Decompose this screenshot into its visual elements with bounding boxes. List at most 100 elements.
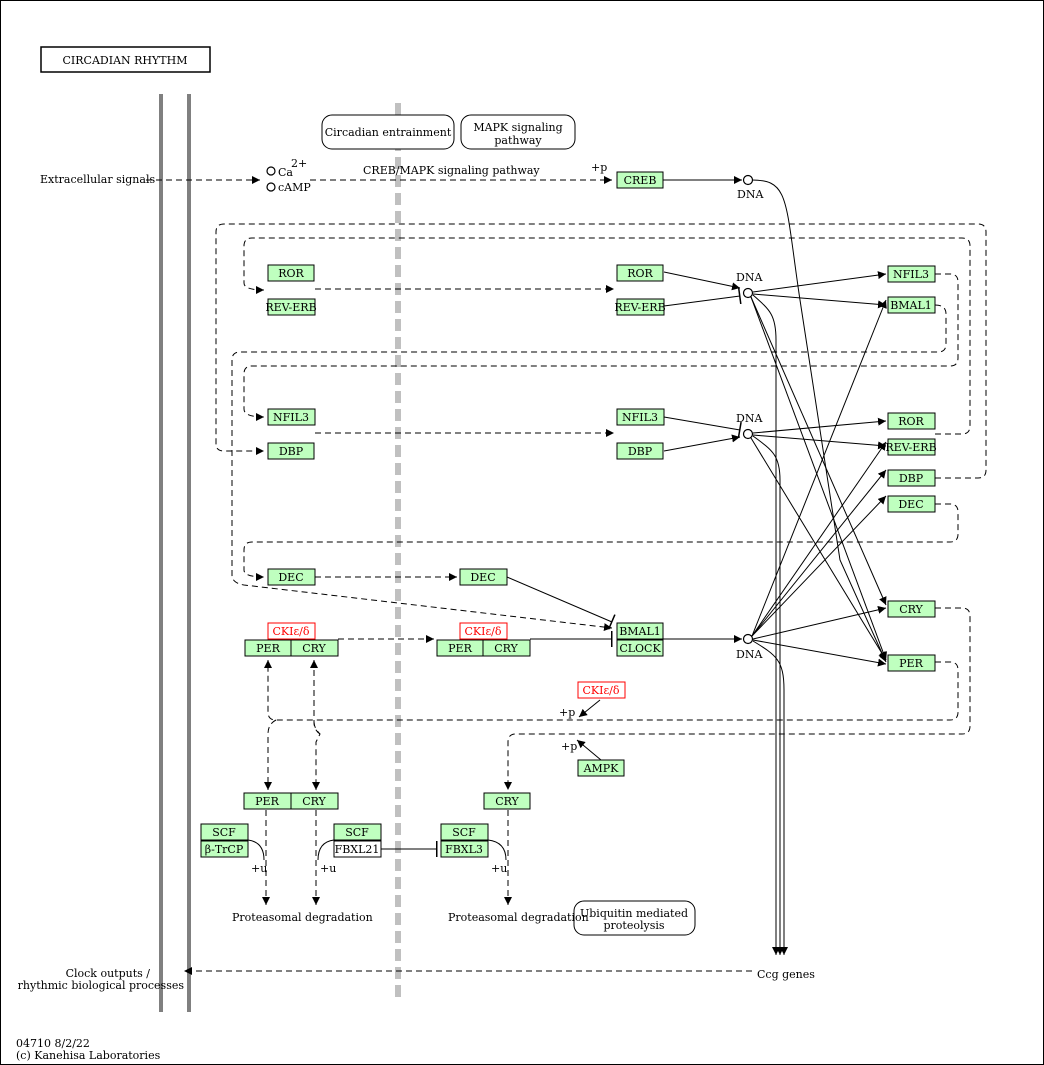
diagram-title-box: CIRCADIAN RHYTHM bbox=[40, 46, 211, 73]
svg-text:DEC: DEC bbox=[278, 571, 303, 584]
gene-cry-nuc[interactable]: CRY bbox=[482, 639, 531, 657]
edge-dna-to-ccg-1 bbox=[752, 294, 780, 955]
gene-creb[interactable]: CREB bbox=[616, 171, 664, 189]
svg-text:β-TrCP: β-TrCP bbox=[205, 843, 244, 856]
svg-text:CRY: CRY bbox=[495, 795, 519, 808]
edge-reverb-inhibits-dna bbox=[663, 288, 742, 307]
label-rhythmic-processes: rhythmic biological processes bbox=[18, 979, 185, 992]
edge-per-to-per bbox=[264, 719, 277, 790]
gene-reverb-target[interactable]: REV-ERB bbox=[885, 438, 937, 456]
gene-nfil3-cyto[interactable]: NFIL3 bbox=[267, 408, 316, 426]
edge-dna-to-dec bbox=[751, 495, 887, 637]
pathway-label: MAPK signaling bbox=[473, 121, 562, 134]
edge-dna-to-ccg-3 bbox=[752, 640, 788, 955]
svg-text:PER: PER bbox=[256, 642, 280, 655]
gene-fbxl3[interactable]: FBXL3 bbox=[440, 840, 489, 858]
gene-reverb[interactable]: REV-ERB bbox=[614, 298, 666, 316]
edge-ror-dna-to-cry bbox=[750, 296, 887, 606]
gene-ampk[interactable]: AMPK bbox=[577, 759, 625, 777]
gene-btrcp[interactable]: β-TrCP bbox=[200, 840, 249, 858]
gene-cry-lower-nuc[interactable]: CRY bbox=[483, 792, 531, 810]
gene-scf-3[interactable]: SCF bbox=[440, 823, 489, 841]
gene-scf-1[interactable]: SCF bbox=[200, 823, 249, 841]
gene-clock[interactable]: CLOCK bbox=[616, 639, 664, 657]
label-camp: cAMP bbox=[278, 181, 311, 194]
label-dna: DNA bbox=[736, 648, 763, 661]
edge-dbp-dna-to-per bbox=[750, 437, 887, 661]
svg-text:FBXL21: FBXL21 bbox=[335, 843, 380, 856]
edge-dna-to-reverb-2 bbox=[751, 441, 887, 637]
svg-text:CKIε/δ: CKIε/δ bbox=[272, 625, 309, 638]
edge-dna-to-cry bbox=[752, 605, 887, 640]
gene-per-nuc[interactable]: PER bbox=[436, 639, 485, 657]
svg-text:CLOCK: CLOCK bbox=[619, 642, 661, 655]
label-dna: DNA bbox=[736, 412, 763, 425]
svg-text:BMAL1: BMAL1 bbox=[619, 625, 661, 638]
gene-cry-cyto[interactable]: CRY bbox=[290, 639, 339, 657]
gene-bmal1[interactable]: BMAL1 bbox=[616, 622, 664, 640]
svg-text:BMAL1: BMAL1 bbox=[890, 299, 932, 312]
gene-dbp[interactable]: DBP bbox=[616, 442, 664, 460]
label-plus-p: +p bbox=[591, 161, 607, 174]
label-clock-outputs: Clock outputs / bbox=[66, 967, 151, 980]
edge-fbxl21-ubiquitination bbox=[317, 839, 335, 861]
gene-ror-target[interactable]: ROR bbox=[887, 412, 936, 430]
gene-bmal1-target[interactable]: BMAL1 bbox=[887, 296, 936, 314]
pathway-circadian-entrainment[interactable]: Circadian entrainment bbox=[321, 114, 455, 150]
gene-ck-free[interactable]: CKIε/δ bbox=[577, 681, 626, 699]
gene-cry-target[interactable]: CRY bbox=[887, 600, 936, 618]
gene-dec[interactable]: DEC bbox=[459, 568, 508, 586]
edge-ck-phosphorylates bbox=[578, 699, 601, 718]
gene-dec-cyto[interactable]: DEC bbox=[267, 568, 316, 586]
gene-nfil3-target[interactable]: NFIL3 bbox=[887, 265, 936, 283]
svg-text:SCF: SCF bbox=[345, 826, 369, 839]
edge-dbp-to-dna bbox=[663, 434, 741, 452]
edge-btrcp-ubiquitination bbox=[247, 839, 265, 861]
gene-dec-target[interactable]: DEC bbox=[887, 495, 936, 513]
gene-ck-cyto[interactable]: CKIε/δ bbox=[267, 622, 316, 640]
svg-text:CKIε/δ: CKIε/δ bbox=[582, 684, 619, 697]
gene-ror[interactable]: ROR bbox=[616, 264, 664, 282]
svg-text:CRY: CRY bbox=[302, 642, 326, 655]
label-plus-u: +u bbox=[320, 862, 336, 875]
gene-nfil3[interactable]: NFIL3 bbox=[616, 408, 665, 426]
gene-ck-nuc[interactable]: CKIε/δ bbox=[459, 622, 508, 640]
gene-per-lower[interactable]: PER bbox=[243, 792, 292, 810]
edge-ror-dna-to-per bbox=[750, 296, 887, 661]
label-ca-superscript: 2+ bbox=[291, 157, 307, 170]
svg-text:CREB: CREB bbox=[624, 174, 657, 187]
gene-dbp-target[interactable]: DBP bbox=[887, 469, 936, 487]
label-proteasomal-degradation: Proteasomal degradation bbox=[232, 911, 373, 924]
edge-dna-to-nfil3 bbox=[752, 271, 887, 293]
dna-node-creb bbox=[742, 174, 754, 186]
loop-nfil3-feedback bbox=[243, 273, 959, 421]
gene-ror-cyto[interactable]: ROR bbox=[267, 264, 315, 282]
dna-node-bmal1 bbox=[742, 633, 754, 645]
gene-fbxl21[interactable]: FBXL21 bbox=[333, 840, 382, 858]
camp-node bbox=[266, 182, 276, 192]
pathway-label: Ubiquitin mediated bbox=[580, 907, 688, 920]
svg-text:ROR: ROR bbox=[627, 267, 653, 280]
gene-scf-2[interactable]: SCF bbox=[333, 823, 382, 841]
pathway-label: Circadian entrainment bbox=[325, 126, 452, 139]
edge-dna-to-ccg-2 bbox=[752, 435, 784, 955]
svg-text:CRY: CRY bbox=[302, 795, 326, 808]
loop-dbp-feedback bbox=[215, 223, 987, 479]
loop-cry-to-cry bbox=[504, 607, 971, 790]
ca-node bbox=[266, 166, 276, 176]
gene-per-cyto[interactable]: PER bbox=[244, 639, 293, 657]
loop-reverb-feedback bbox=[243, 237, 971, 435]
svg-text:DBP: DBP bbox=[279, 445, 304, 458]
gene-cry-lower[interactable]: CRY bbox=[290, 792, 339, 810]
svg-text:REV-ERB: REV-ERB bbox=[885, 441, 936, 454]
gene-reverb-cyto[interactable]: REV-ERB bbox=[265, 298, 317, 316]
svg-text:NFIL3: NFIL3 bbox=[622, 411, 658, 424]
svg-text:CRY: CRY bbox=[899, 603, 923, 616]
pathway-ubiquitin-proteolysis[interactable]: Ubiquitin mediated proteolysis bbox=[573, 900, 696, 936]
label-ccg-genes: Ccg genes bbox=[757, 968, 815, 981]
gene-dbp-cyto[interactable]: DBP bbox=[267, 442, 315, 460]
pathway-mapk-signaling[interactable]: MAPK signaling pathway bbox=[460, 114, 576, 150]
gene-per-target[interactable]: PER bbox=[887, 654, 936, 672]
label-dna: DNA bbox=[736, 271, 763, 284]
edge-dna-to-ror bbox=[752, 417, 887, 434]
